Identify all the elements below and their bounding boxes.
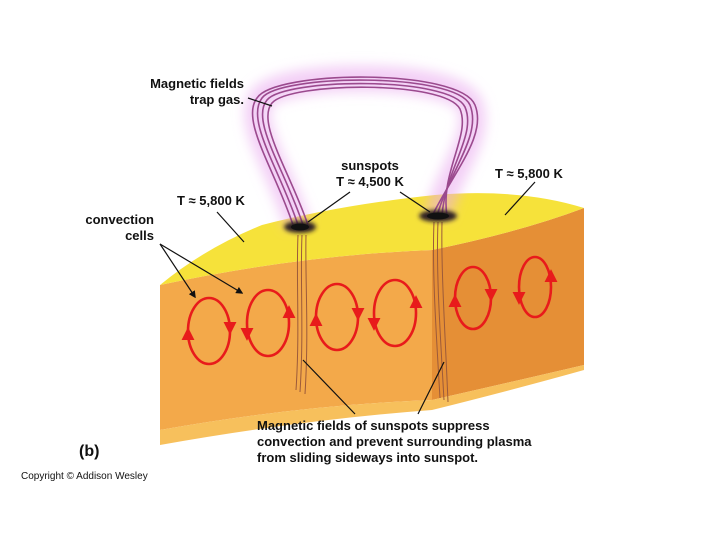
leader-convection-1 [159, 243, 196, 299]
temperature-right-label: T ≈ 5,800 K [495, 166, 563, 181]
leader-temp-right [504, 181, 536, 216]
sunspots-temperature: T ≈ 4,500 K [336, 174, 404, 189]
magnetic-field-loop [244, 65, 486, 230]
leader-sunspot-right [399, 191, 431, 213]
magnetic-trap-line1: Magnetic fields [150, 76, 244, 91]
suppression-caption: Magnetic fields of sunspots suppress con… [257, 418, 532, 466]
convection-cell-3 [309, 282, 365, 352]
convection-line2: cells [125, 228, 154, 243]
leader-suppress-left [302, 359, 356, 415]
suppression-line2: convection and prevent surrounding plasm… [257, 434, 532, 449]
copyright-notice: Copyright © Addison Wesley [21, 471, 148, 482]
sunspot-right [419, 210, 457, 222]
leader-lines [159, 97, 536, 415]
interior-bottom-rim [160, 365, 584, 445]
interior-right-face [432, 208, 584, 400]
magnetic-trap-label: Magnetic fields trap gas. [118, 76, 244, 108]
convection-cell-5 [448, 265, 498, 331]
convection-cells-label: convection cells [72, 212, 154, 244]
leader-sunspot-left [307, 191, 351, 223]
convection-cell-4 [367, 278, 423, 348]
convection-line1: convection [85, 212, 154, 227]
convection-cell-1 [181, 296, 237, 366]
photosphere-surface [160, 193, 584, 285]
sunspots-label: sunspots T ≈ 4,500 K [322, 158, 418, 190]
temperature-left-label: T ≈ 5,800 K [177, 193, 245, 208]
sunspots-line1: sunspots [341, 158, 399, 173]
interior-front-face [160, 250, 432, 430]
sun-interior-block [160, 208, 584, 445]
magnetic-trap-line2: trap gas. [189, 92, 244, 107]
convection-cells [181, 255, 558, 366]
suppression-line3: from sliding sideways into sunspot. [257, 450, 479, 465]
leader-suppress-right [417, 361, 445, 415]
leader-temp-left [216, 211, 245, 243]
leader-magnetic-trap [247, 97, 273, 107]
convection-cell-6 [512, 255, 558, 319]
leader-convection-2 [159, 243, 244, 294]
convection-cell-2 [240, 288, 296, 358]
suppression-line1: Magnetic fields of sunspots suppress [257, 418, 490, 433]
panel-label: (b) [79, 443, 100, 460]
sunspot-left [284, 221, 316, 233]
